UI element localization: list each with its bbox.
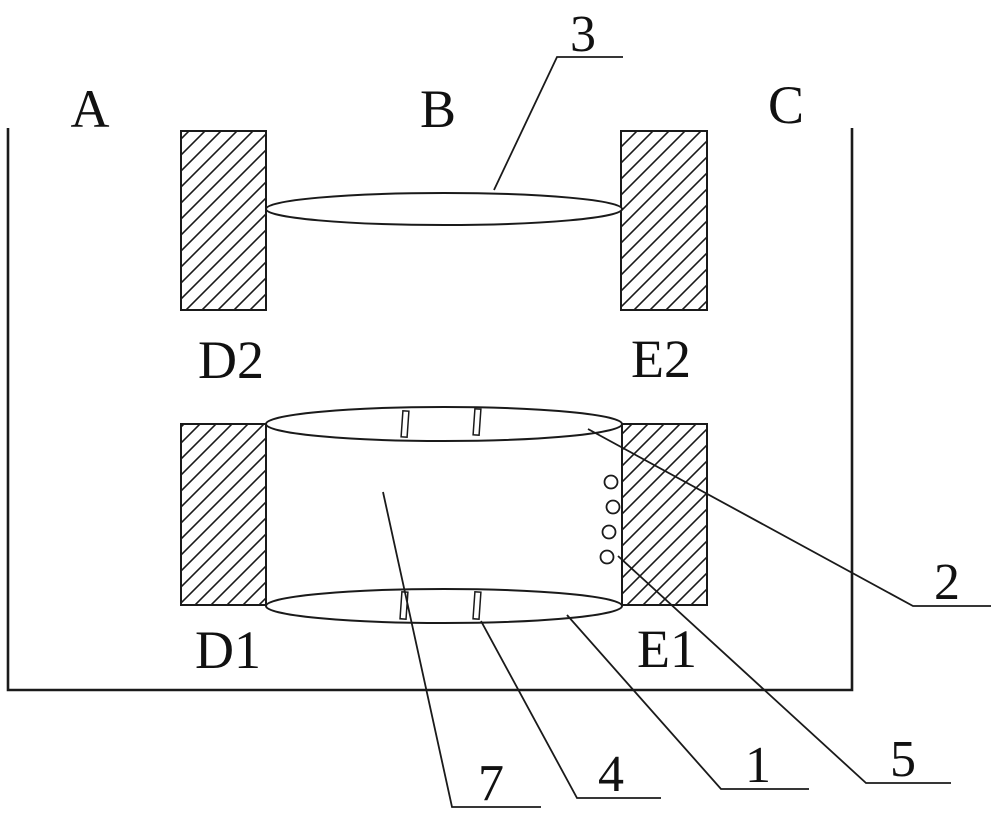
callout-4: 4 [598, 746, 624, 803]
leader-line-2 [587, 428, 991, 607]
hole-4 [599, 549, 615, 565]
leader-line-7 [382, 491, 541, 808]
leader-line-3 [493, 56, 623, 191]
label-D1: D1 [195, 620, 261, 680]
callout-5: 5 [890, 731, 916, 788]
callout-2: 2 [934, 554, 960, 611]
callout-7: 7 [478, 755, 504, 812]
upper-right-hatch-block [620, 130, 708, 311]
lower-right-hatch-block [620, 423, 708, 606]
slot-mark-bottom-right [472, 591, 482, 620]
cylinder-body [266, 424, 622, 606]
leader-line-4 [480, 620, 661, 799]
leader-line-1 [566, 614, 809, 790]
upper-left-hatch-block [180, 130, 267, 311]
cylinder-top-ellipse-part2 [265, 406, 623, 442]
hole-3 [601, 524, 617, 540]
hole-1 [603, 474, 619, 490]
label-C: C [768, 75, 804, 135]
leader-line-5 [617, 555, 951, 784]
label-E1: E1 [637, 619, 697, 679]
callout-1: 1 [745, 737, 771, 794]
hole-2 [605, 499, 621, 515]
lower-left-hatch-block [180, 423, 267, 606]
slot-mark-top-right [472, 408, 482, 436]
lens-disc-part3 [265, 192, 623, 226]
slot-mark-top-left [400, 410, 410, 438]
label-A: A [71, 79, 110, 139]
label-B: B [420, 79, 456, 139]
container-outline [6, 128, 854, 692]
label-E2: E2 [631, 329, 691, 389]
label-D2: D2 [198, 330, 264, 390]
callout-3: 3 [570, 6, 596, 63]
slot-mark-bottom-left [399, 591, 409, 620]
